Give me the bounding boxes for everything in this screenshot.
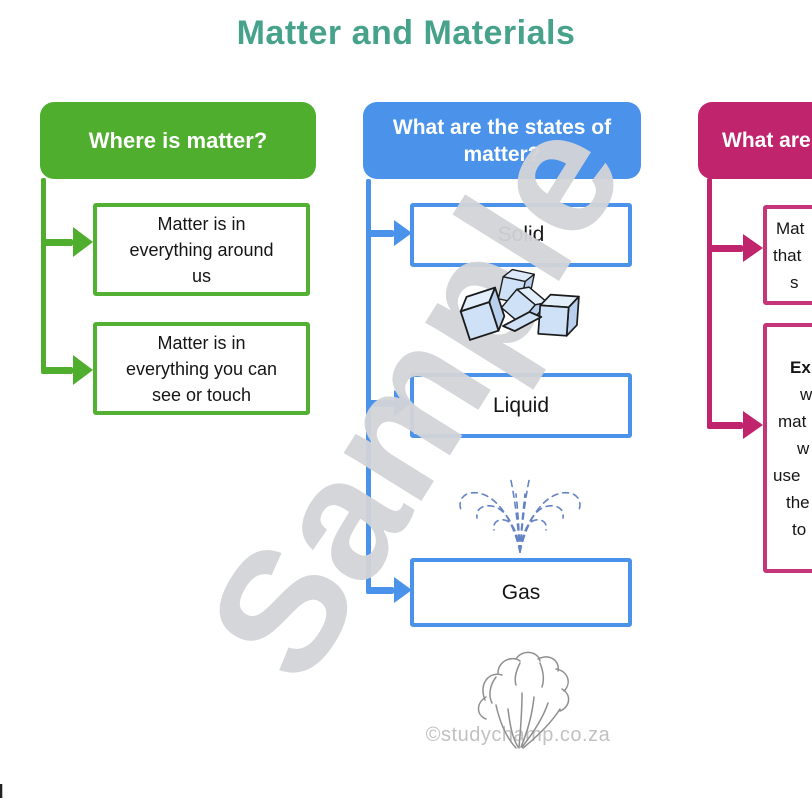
state-box-gas: Gas [410, 558, 632, 627]
arrow-shaft [41, 238, 73, 246]
box-text-line: s [790, 272, 799, 292]
info-box-examples-clipped: Ex w mat w use the to [763, 323, 812, 573]
state-label: Gas [501, 580, 541, 604]
arrow-icon [366, 220, 412, 246]
state-box-liquid: Liquid [410, 373, 632, 438]
header-states-of-matter: What are the states of matter? [363, 102, 641, 179]
arrow-icon [41, 355, 93, 385]
connector-line-magenta [707, 178, 712, 428]
box-text-line: mat [778, 411, 807, 431]
box-text-line: use [773, 465, 801, 485]
arrow-head [73, 227, 93, 257]
header-label-line: matter? [463, 142, 541, 166]
arrow-shaft [366, 586, 394, 594]
box-text-line: everything around [129, 239, 274, 260]
header-what-are-materials: What are [698, 102, 812, 179]
arrow-shaft [366, 229, 394, 237]
state-label: Solid [497, 223, 545, 246]
ice-cubes-icon [459, 268, 580, 341]
box-text-line: that [773, 245, 802, 265]
arrow-icon [41, 227, 93, 257]
box-text-line: the [786, 492, 810, 512]
arrow-shaft [707, 244, 743, 252]
page-title: Matter and Materials [236, 14, 576, 52]
arrow-shaft [707, 421, 743, 429]
arrow-head [394, 220, 412, 246]
arrow-icon [707, 411, 763, 439]
box-text-line: see or touch [151, 384, 252, 405]
arrow-head [394, 577, 412, 603]
arrow-head [743, 234, 763, 262]
state-box-solid: Solid [410, 203, 632, 267]
arrow-icon [366, 577, 412, 603]
box-text-line: Mat [776, 218, 805, 238]
box-text-line: w [797, 438, 810, 458]
arrow-head [394, 390, 412, 416]
arrow-head [73, 355, 93, 385]
box-text-line: Ex [790, 357, 811, 377]
arrow-icon [366, 390, 412, 416]
box-text-line: to [792, 519, 807, 539]
header-where-is-matter: Where is matter? [40, 102, 316, 179]
arrow-icon [707, 234, 763, 262]
box-text-line: Matter is in [157, 332, 246, 353]
box-text-line: w [800, 384, 812, 404]
connector-line-green [41, 178, 46, 373]
box-text-line: us [191, 265, 211, 286]
info-box-matter-see-touch: Matter is in everything you can see or t… [93, 322, 310, 415]
box-text-line: everything you can [125, 358, 278, 379]
info-box-materials-clipped: Mat that s [763, 205, 812, 305]
arrow-shaft [41, 366, 73, 374]
info-box-matter-around-us: Matter is in everything around us [93, 203, 310, 296]
smoke-cloud-icon [477, 651, 570, 749]
clipped-text-fragment: d [0, 782, 4, 804]
header-label: Where is matter? [88, 127, 268, 153]
arrow-head [743, 411, 763, 439]
header-label: What are [722, 128, 811, 152]
water-splash-icon [459, 475, 581, 553]
state-label: Liquid [492, 393, 550, 417]
copyright-watermark: ©studychamp.co.za [425, 724, 611, 746]
header-label-line: What are the states of [392, 115, 612, 139]
box-text-line: Matter is in [157, 213, 246, 234]
connector-line-blue [366, 179, 371, 592]
arrow-shaft [366, 399, 394, 407]
